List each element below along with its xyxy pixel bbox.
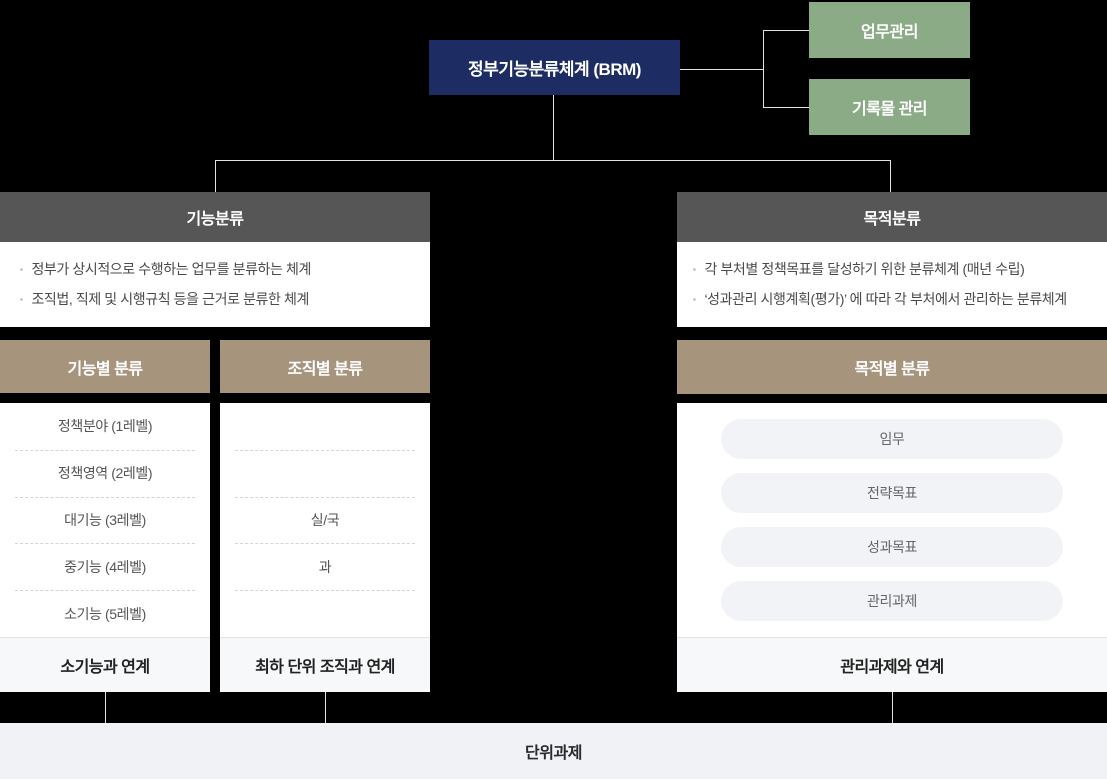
purpose-bullet-1-text: 각 부처별 정책목표를 달성하기 위한 분류체계 (매년 수립) — [704, 260, 1025, 277]
records-management-label: 기록물 관리 — [851, 101, 928, 118]
brm-root-box: 정부기능분류체계 (BRM) — [429, 40, 680, 95]
bullet-square-icon: ▪ — [20, 264, 23, 274]
pill-mission: 임무 — [721, 419, 1063, 459]
org-column-title: 조직별 분류 — [287, 360, 363, 378]
function-section-card: ▪ 정부가 상시적으로 수행하는 업무를 분류하는 체계 ▪ 조직법, 직제 및… — [0, 242, 430, 327]
records-management-box: 기록물 관리 — [809, 79, 970, 135]
connector-right-drop — [890, 160, 891, 192]
pill-strategic-goal: 전략목표 — [721, 473, 1063, 513]
level-major-function: 대기능 (3레벨) — [0, 496, 210, 544]
connector-brm-down — [553, 95, 554, 161]
unit-task-bar: 단위과제 — [0, 723, 1107, 779]
bullet-square-icon: ▪ — [20, 295, 23, 304]
level-mid-function: 중기능 (4레벨) — [0, 543, 210, 590]
level-policy-domain: 정책영역 (2레벨) — [0, 449, 210, 497]
purpose-bullet-2-text: ‘성과관리 시행계획(평가)’ 에 따라 각 부처에서 관리하는 분류체계 — [704, 291, 1067, 307]
purpose-column-title: 목적별 분류 — [854, 361, 930, 378]
work-management-box: 업무관리 — [809, 2, 970, 58]
function-bullet-1: ▪ 정부가 상시적으로 수행하는 업무를 분류하는 체계 — [20, 261, 410, 279]
level-policy-area: 정책분야 (1레벨) — [57, 418, 153, 435]
connector-org-to-bar — [325, 692, 326, 723]
bullet-square-icon: ▪ — [693, 264, 696, 274]
org-column-header: 조직별 분류 — [220, 340, 430, 393]
connector-left-drop — [215, 160, 216, 192]
purpose-column-header: 목적별 분류 — [677, 340, 1107, 394]
functional-levels-card: 정책분야 (1레벨) 정책영역 (2레벨) 대기능 (3레벨) 중기능 (4레벨… — [0, 403, 210, 637]
connector-brm-to-related — [680, 69, 763, 70]
org-footer-label: 최하 단위 조직과 연계 — [255, 659, 395, 676]
org-level-bureau: 실/국 — [220, 496, 430, 544]
connector-work-stub — [763, 30, 809, 31]
functional-column-title: 기능별 분류 — [67, 360, 143, 378]
purpose-pills-card: 임무 전략목표 성과목표 관리과제 — [677, 403, 1107, 637]
purpose-section-header: 목적분류 — [677, 192, 1107, 242]
function-section-header: 기능분류 — [0, 192, 430, 242]
org-levels-card: 실/국 과 — [220, 403, 430, 637]
purpose-bullet-1: ▪ 각 부처별 정책목표를 달성하기 위한 분류체계 (매년 수립) — [693, 261, 1091, 279]
connector-records-stub — [763, 107, 809, 108]
functional-column-footer: 소기능과 연계 — [0, 637, 210, 692]
connector-purpose-to-bar — [892, 692, 893, 723]
connector-horizontal — [215, 160, 891, 161]
purpose-bullet-2: ▪ ‘성과관리 시행계획(평가)’ 에 따라 각 부처에서 관리하는 분류체계 — [693, 291, 1091, 309]
org-level-empty-1 — [220, 403, 430, 450]
bullet-square-icon: ▪ — [693, 295, 696, 304]
functional-column-header: 기능별 분류 — [0, 340, 210, 393]
purpose-section-card: ▪ 각 부처별 정책목표를 달성하기 위한 분류체계 (매년 수립) ▪ ‘성과… — [677, 242, 1107, 327]
unit-task-label: 단위과제 — [525, 745, 582, 762]
function-bullet-2-text: 조직법, 직제 및 시행규칙 등을 근거로 분류한 체계 — [31, 291, 309, 307]
function-bullet-1-text: 정부가 상시적으로 수행하는 업무를 분류하는 체계 — [31, 260, 311, 277]
org-level-empty-2 — [220, 449, 430, 497]
connector-functional-to-bar — [105, 692, 106, 723]
level-small-function: 소기능 (5레벨) — [0, 590, 210, 637]
function-bullet-2: ▪ 조직법, 직제 및 시행규칙 등을 근거로 분류한 체계 — [20, 291, 410, 309]
pill-management-task: 관리과제 — [721, 581, 1063, 621]
brm-root-label: 정부기능분류체계 (BRM) — [468, 60, 641, 79]
org-level-empty-3 — [220, 590, 430, 637]
function-section-title: 기능분류 — [186, 211, 244, 228]
purpose-section-title: 목적분류 — [863, 211, 921, 228]
functional-footer-label: 소기능과 연계 — [60, 659, 150, 676]
purpose-column-footer: 관리과제와 연계 — [677, 637, 1107, 692]
work-management-label: 업무관리 — [861, 24, 918, 41]
org-column-footer: 최하 단위 조직과 연계 — [220, 637, 430, 692]
org-level-division: 과 — [220, 543, 430, 590]
pill-performance-goal: 성과목표 — [721, 527, 1063, 567]
purpose-footer-label: 관리과제와 연계 — [840, 659, 944, 676]
connector-related-vertical — [763, 30, 764, 108]
